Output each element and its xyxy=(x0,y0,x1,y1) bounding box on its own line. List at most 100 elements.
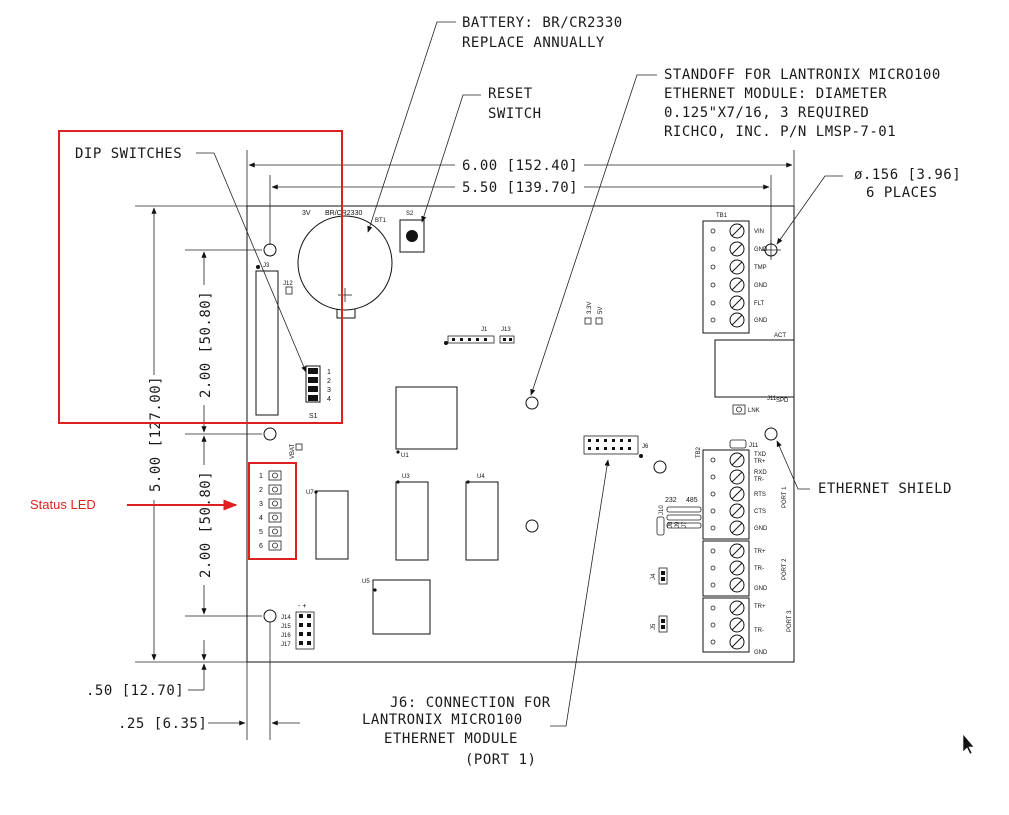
port3-pin-label: GND xyxy=(754,650,768,656)
j4-label: J4 xyxy=(651,573,657,580)
reset-switch: S2 xyxy=(399,211,425,253)
dip-callout: DIP SWITCHES xyxy=(75,146,182,162)
standoff-hole xyxy=(525,519,539,533)
dimension-labels: 6.00 [152.40] 5.50 [139.70] 5.00 [127.00… xyxy=(86,158,578,732)
callout-reset: RESET SWITCH xyxy=(421,86,542,223)
ic-u3 xyxy=(395,481,429,561)
led-number: 2 xyxy=(259,487,263,494)
dim-bottom-offset: .50 [12.70] xyxy=(86,683,184,699)
port1-pin-label: GND xyxy=(754,526,768,532)
tp-3v3-label: 3.3V xyxy=(587,302,593,314)
j12-label: J12 xyxy=(283,281,293,287)
standoff-callout-line4: RICHCO, INC. P/N LMSP-7-01 xyxy=(664,124,896,140)
status-led-highlight-box xyxy=(248,462,297,560)
reset-callout-line2: SWITCH xyxy=(488,106,542,122)
tb1-pin-label: TMP xyxy=(754,265,767,271)
vbat-label: VBAT xyxy=(290,443,296,459)
dim-width-inner: 5.50 [139.70] xyxy=(462,180,578,196)
ic-u7 xyxy=(315,490,349,560)
j11-label: J11 xyxy=(749,443,759,449)
port3-pin-label: TR- xyxy=(754,628,764,634)
mounting-holes xyxy=(263,240,781,623)
dim-upper-span: 2.00 [50.80] xyxy=(198,291,214,398)
u4-label: U4 xyxy=(477,474,485,480)
jumper-label: J17 xyxy=(281,642,291,648)
tb2-terminal: TB2 TXD TR+ RXD TR- RTS CTS GND PORT 1 T… xyxy=(696,446,793,656)
j6-callout-line2: LANTRONIX MICRO100 xyxy=(362,712,523,728)
led: 2 xyxy=(259,484,282,495)
dip-switch-highlight-box xyxy=(58,130,343,424)
led: 5 xyxy=(259,526,282,537)
mode-232-label: 232 xyxy=(665,497,677,504)
dim-side-offset: .25 [6.35] xyxy=(118,716,207,732)
callout-j6: J6: CONNECTION FOR LANTRONIX MICRO100 ET… xyxy=(362,459,610,768)
j7-label: J7 xyxy=(682,521,688,528)
port3-pin-label: TR+ xyxy=(754,604,766,610)
j8-label: J8 xyxy=(668,521,674,528)
s1-label: S1 xyxy=(309,413,318,420)
callout-shield: ETHERNET SHIELD xyxy=(776,440,951,497)
tb2-label: TB2 xyxy=(696,446,702,458)
jumper-block: - + J14 J15 J16 J17 xyxy=(281,603,315,650)
port2-pin-label: GND xyxy=(754,586,768,592)
j1-label: J1 xyxy=(481,327,488,333)
port1-pin-label: CTS xyxy=(754,509,766,515)
j6-callout-line1: J6: CONNECTION FOR xyxy=(390,695,551,711)
u3-label: U3 xyxy=(402,474,410,480)
reset-callout-line1: RESET xyxy=(488,86,533,102)
jumper-label: J15 xyxy=(281,624,291,630)
jumper-label: J16 xyxy=(281,633,291,639)
led: 6 xyxy=(259,540,282,551)
ic-chips: U1 U3 U4 U7 U5 xyxy=(306,386,499,635)
led-number: 5 xyxy=(259,529,263,536)
standoff-hole xyxy=(525,396,539,410)
tb1-terminal: TB1 VIN GND TMP GND FLT GND xyxy=(702,213,768,334)
battery-holder: 3V BR/CR2330 BT1 xyxy=(297,210,393,319)
u7-label: U7 xyxy=(306,490,314,496)
spd-label: SPD xyxy=(776,398,789,404)
j13-label: J13 xyxy=(501,327,511,333)
board-outline xyxy=(246,205,795,663)
callout-standoff: STANDOFF FOR LANTRONIX MICRO100 ETHERNET… xyxy=(530,67,941,396)
tb1-pin-label: VIN xyxy=(754,229,764,235)
status-led-annotation: Status LED xyxy=(30,497,238,512)
voltage-testpoints: 3.3V 5V xyxy=(584,302,604,325)
battery-callout-line2: REPLACE ANNUALLY xyxy=(462,35,605,51)
led: 4 xyxy=(259,512,282,523)
mouse-cursor-icon xyxy=(962,733,975,755)
polarity-label: - + xyxy=(298,603,306,610)
standoff-callout-line3: 0.125"X7/16, 3 REQUIRED xyxy=(664,105,869,121)
led-number: 6 xyxy=(259,543,263,550)
ethernet-jack: ACT SPD J11 LNK xyxy=(714,333,795,415)
port1-pin-label: RXD xyxy=(754,470,767,476)
battery-3v-label: 3V xyxy=(302,210,311,217)
j3-label: J3 xyxy=(263,263,270,269)
dimension-lines xyxy=(135,150,795,740)
port1-label: PORT 1 xyxy=(782,486,788,508)
port1-pin-label: RTS xyxy=(754,492,766,498)
port3-label: PORT 3 xyxy=(787,610,793,632)
j11-jack-label: J11 xyxy=(767,396,777,402)
mounting-hole xyxy=(263,427,277,441)
standoff-hole xyxy=(653,460,667,474)
dip-number: 4 xyxy=(327,396,331,403)
tb1-pin-label: GND xyxy=(754,247,768,253)
mode-485-label: 485 xyxy=(686,497,698,504)
led-number: 1 xyxy=(259,473,263,480)
bt1-label: BT1 xyxy=(375,218,387,224)
standoff-callout-line1: STANDOFF FOR LANTRONIX MICRO100 xyxy=(664,67,941,83)
tb1-pin-label: GND xyxy=(754,283,768,289)
standoff-callout-line2: ETHERNET MODULE: DIAMETER xyxy=(664,86,887,102)
status-leds: 1 2 3 4 5 6 xyxy=(259,470,282,551)
mounting-hole xyxy=(764,427,778,441)
tb1-pin-label: FLT xyxy=(754,301,765,307)
j5-label: J5 xyxy=(651,623,657,630)
hole-callout-line2: 6 PLACES xyxy=(866,185,937,201)
port1-pin-label: TR+ xyxy=(754,459,766,465)
j6-label: J6 xyxy=(642,444,649,450)
ic-u4 xyxy=(465,481,499,561)
port2-pin-label: TR- xyxy=(754,566,764,572)
tb1-pin-label: GND xyxy=(754,318,768,324)
ic-u5 xyxy=(372,579,431,635)
ic-u1 xyxy=(395,386,458,450)
